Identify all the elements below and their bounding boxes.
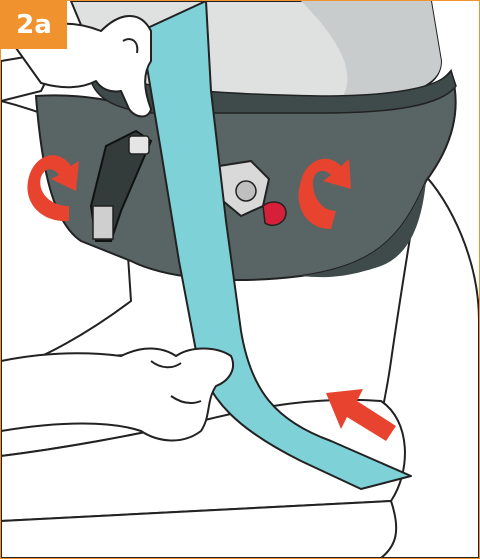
release-button	[263, 202, 286, 225]
step-badge: 2a	[1, 1, 67, 49]
